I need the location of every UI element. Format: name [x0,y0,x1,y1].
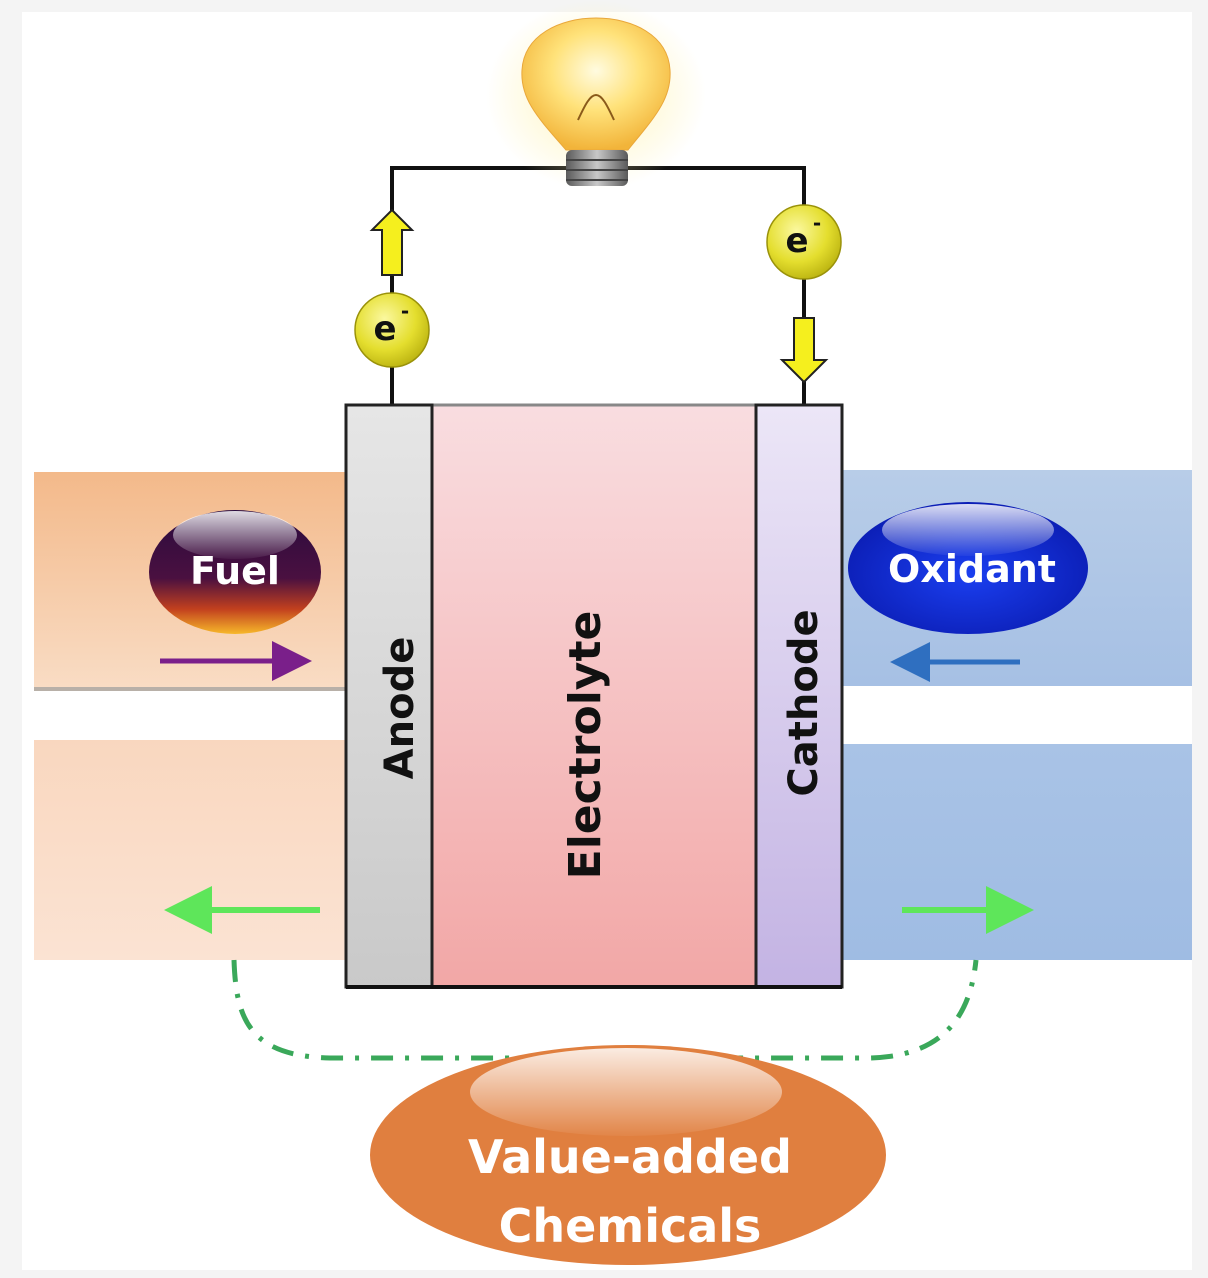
oxidant-outlet-stream [842,744,1192,960]
cathode-label: Cathode [781,609,827,796]
electron-anode-icon [354,292,430,368]
fuel-outlet-stream [34,740,346,960]
light-bulb-icon [486,0,706,190]
fuel-badge [149,510,321,634]
electrolyte-label: Electrolyte [560,611,611,880]
electrolyte-layer [430,403,758,989]
fuel-label: Fuel [190,549,280,593]
anode-label: Anode [377,637,423,780]
chemicals-label-line2: Chemicals [499,1199,762,1253]
electron-anode-label: e [373,309,396,349]
product-collection-path [231,959,979,1061]
oxidant-badge [848,502,1088,634]
anode-layer [344,403,434,989]
chemicals-label-line1: Value-added [468,1130,792,1184]
electron-flow-down-arrow [779,317,829,384]
electron-cathode-icon [766,204,842,280]
electron-anode-charge: - [401,299,409,323]
electron-flow-up-arrow [369,208,415,276]
electron-cathode-label: e [785,221,808,261]
cathode-layer [754,403,844,989]
electron-cathode-charge: - [813,211,821,235]
oxidant-label: Oxidant [888,547,1056,591]
value-added-chemicals-badge [370,1045,886,1265]
